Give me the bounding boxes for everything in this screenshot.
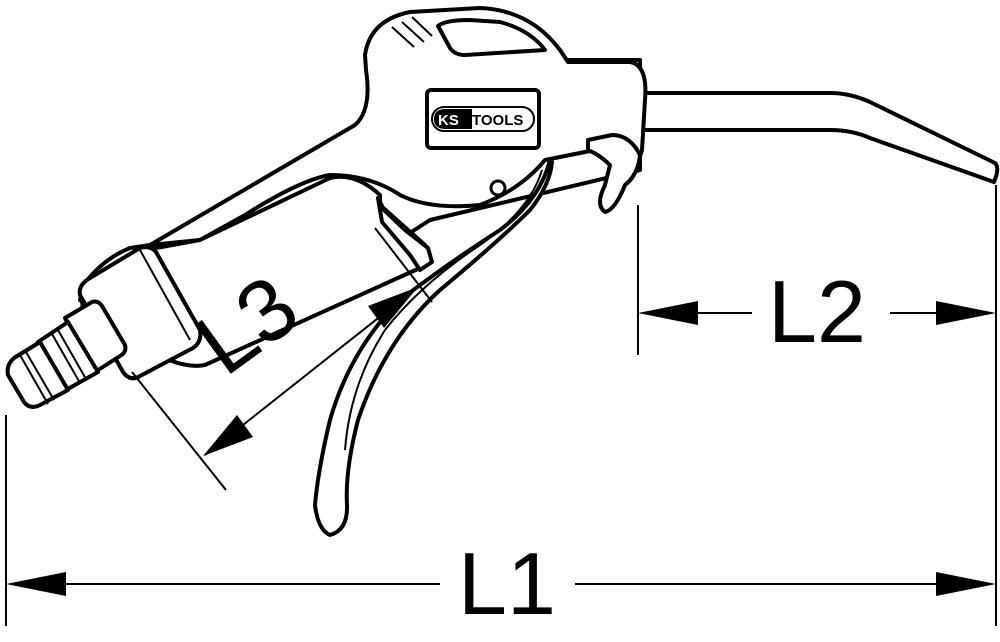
air-coupler [5,245,203,409]
dimension-l2: L2 [637,205,996,361]
dimension-label-l2: L2 [768,262,866,361]
logo-ks-text: KS [438,112,459,129]
dimension-l1: L1 [5,185,997,633]
gun-body [148,6,648,247]
ks-tools-logo: KS TOOLS [425,88,541,150]
nozzle [638,91,1000,184]
logo-tools-text: TOOLS [472,112,523,129]
pivot-pin [489,179,507,197]
dimension-label-l1: L1 [458,534,556,633]
